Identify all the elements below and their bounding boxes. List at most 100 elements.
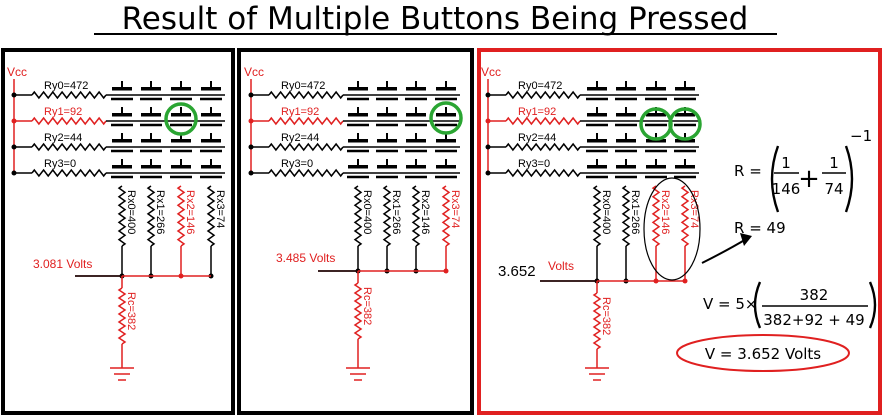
r-frac2-numerator: 1 — [829, 154, 839, 172]
push-button-r1-c3 — [435, 107, 457, 127]
rc-resistor — [353, 282, 363, 340]
row-0: Ry0=472 — [485, 80, 699, 101]
push-button-r1-c1 — [140, 107, 162, 127]
annotation-arrow-head — [740, 233, 752, 246]
button-top-plate — [201, 113, 221, 117]
column-resistor — [680, 185, 690, 247]
push-button-r0-c3 — [200, 81, 222, 101]
button-top-plate — [171, 165, 191, 169]
r-equation-prefix: R = — [734, 162, 762, 180]
push-button-r0-c2 — [170, 81, 192, 101]
row-0: Ry0=472 — [11, 80, 225, 101]
column-resistor — [441, 185, 451, 247]
push-button-r3-c2 — [405, 159, 427, 179]
column-resistor — [592, 185, 602, 247]
button-top-plate — [141, 139, 161, 143]
r-result: R = 49 — [734, 219, 786, 237]
push-button-r3-c1 — [615, 159, 637, 179]
push-button-r0-c1 — [615, 81, 637, 101]
button-top-plate — [587, 113, 607, 117]
column-resistor-label: Rx3=74 — [688, 190, 700, 228]
button-top-plate — [406, 165, 426, 169]
button-top-plate — [171, 87, 191, 91]
column-resistor — [651, 185, 661, 247]
push-button-r3-c1 — [376, 159, 398, 179]
column-resistor-label: Rx3=74 — [214, 190, 226, 228]
push-button-r0-c0 — [111, 81, 133, 101]
column-resistor-label: Rx0=400 — [600, 190, 612, 234]
row-resistor — [268, 142, 344, 152]
column-1: Rx1=266 — [621, 185, 641, 284]
vcc-label: Vcc — [7, 65, 27, 79]
button-top-plate — [377, 165, 397, 169]
push-button-r1-c0 — [347, 107, 369, 127]
push-button-r3-c3 — [674, 159, 696, 179]
column-2: Rx2=146 — [651, 185, 671, 284]
button-top-plate — [171, 113, 191, 117]
row-resistor-label: Ry1=92 — [44, 106, 82, 118]
button-top-plate — [112, 113, 132, 117]
row-resistor — [31, 142, 107, 152]
push-button-r1-c2 — [170, 107, 192, 127]
button-top-plate — [201, 165, 221, 169]
button-top-plate — [377, 113, 397, 117]
row-resistor-label: Ry3=0 — [44, 158, 76, 170]
push-button-r0-c2 — [405, 81, 427, 101]
button-top-plate — [348, 165, 368, 169]
push-button-r3-c1 — [140, 159, 162, 179]
push-button-r0-c0 — [586, 81, 608, 101]
row-resistor-label: Ry1=92 — [281, 106, 319, 118]
push-button-r2-c0 — [347, 133, 369, 153]
rc-resistor-label: Rc=382 — [600, 297, 612, 335]
output-voltage-unit: Volts — [548, 259, 574, 273]
rc-resistor-label: Rc=382 — [361, 287, 373, 325]
column-3: Rx3=74 — [680, 185, 700, 284]
r-right-paren — [844, 145, 854, 213]
pressed-button-highlight-1 — [668, 107, 702, 141]
button-top-plate — [377, 139, 397, 143]
row-resistor-label: Ry0=472 — [44, 80, 88, 92]
column-resistor — [382, 185, 392, 247]
r-frac2-denominator: 74 — [824, 180, 843, 198]
column-resistor-label: Rx1=266 — [154, 190, 166, 234]
push-button-r0-c1 — [376, 81, 398, 101]
push-button-r2-c1 — [140, 133, 162, 153]
result-highlight-ellipse — [676, 334, 850, 372]
column-resistor-label: Rx1=266 — [629, 190, 641, 234]
vcc-label: Vcc — [481, 65, 501, 79]
pressed-button-highlight-0 — [429, 101, 463, 135]
v-denominator: 382+92 + 49 — [763, 311, 864, 329]
panel-2-frame — [237, 48, 474, 415]
row-1: Ry1=92 — [11, 106, 225, 127]
push-button-r0-c2 — [645, 81, 667, 101]
row-resistor — [505, 142, 581, 152]
button-top-plate — [406, 139, 426, 143]
column-resistor — [117, 185, 127, 247]
v-equation-prefix: V = 5× — [703, 295, 757, 313]
row-resistor — [31, 90, 107, 100]
output-voltage-value: 3.652 — [498, 263, 536, 280]
button-top-plate — [436, 87, 456, 91]
button-top-plate — [436, 165, 456, 169]
push-button-r2-c3 — [200, 133, 222, 153]
button-top-plate — [141, 165, 161, 169]
push-button-r3-c2 — [645, 159, 667, 179]
button-top-plate — [646, 87, 666, 91]
column-1: Rx1=266 — [382, 185, 402, 274]
push-button-r1-c0 — [111, 107, 133, 127]
column-0: Rx0=400 — [592, 185, 612, 284]
push-button-r0-c3 — [435, 81, 457, 101]
row-resistor-label: Ry0=472 — [281, 80, 325, 92]
button-top-plate — [348, 87, 368, 91]
column-resistor-label: Rx1=266 — [390, 190, 402, 234]
v-right-paren — [868, 281, 877, 329]
row-2: Ry2=44 — [248, 132, 460, 153]
row-resistor-label: Ry0=472 — [518, 80, 562, 92]
column-resistor — [176, 185, 186, 247]
row-3: Ry3=0 — [248, 158, 460, 179]
push-button-r3-c3 — [435, 159, 457, 179]
parallel-group-ellipse — [643, 177, 701, 281]
button-top-plate — [675, 113, 695, 117]
button-top-plate — [171, 139, 191, 143]
r-frac1-denominator: 146 — [772, 180, 801, 198]
